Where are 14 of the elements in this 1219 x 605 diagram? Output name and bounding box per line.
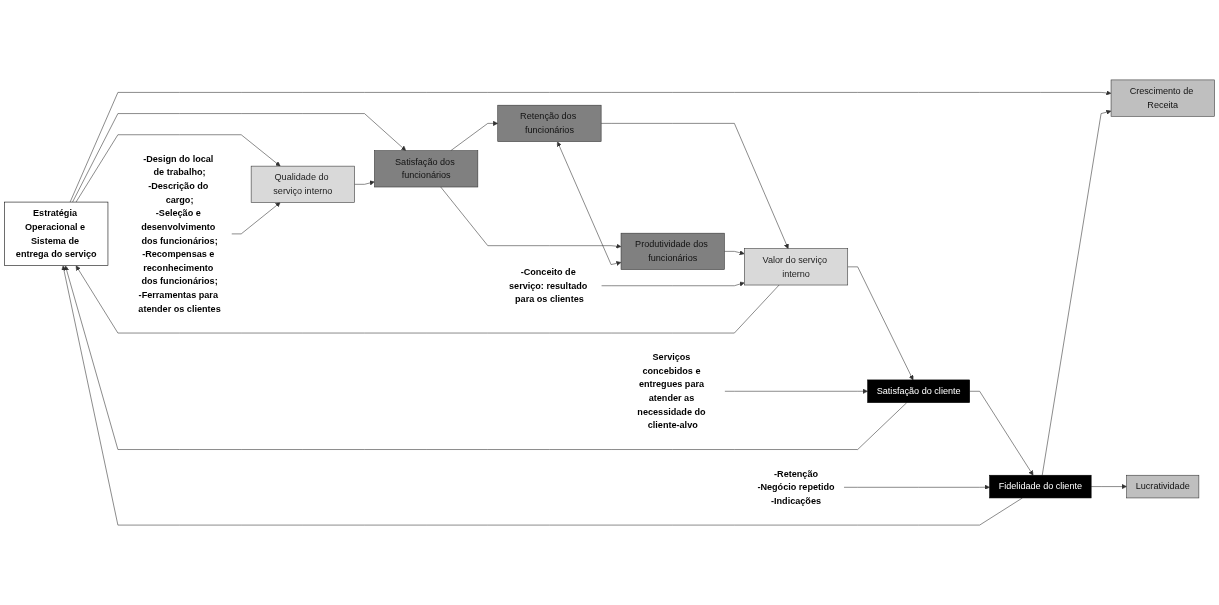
node-box: Retenção dos funcionários (497, 104, 602, 142)
node-box: Satisfação do cliente (867, 379, 970, 403)
node-box: Fidelidade do cliente (989, 474, 1092, 499)
node-box: Crescimento de Receita (1110, 79, 1215, 117)
node-box: Lucratividade (1126, 474, 1200, 499)
node-box: Qualidade do serviço interno (250, 165, 355, 203)
node-box: Estratégia Operacional e Sistema de entrega do serviço (4, 201, 109, 266)
node-box: Produtividade dos funcionários (620, 232, 725, 270)
node-text: -Design do local de trabalho; -Descrição do cargo; -Seleção e desenvolvimento dos funcionários; -Recompensas e reconhecimento dos funcionários; -Ferramentas para atender os clientes (138, 153, 221, 314)
node-text: -Conceito de serviço: resultado para os clientes (509, 266, 588, 304)
node-text: -Retenção -Negócio repetido -Indicações (757, 468, 835, 506)
node-text: Serviços concebidos e entregues para atender as necessidade do cliente-alvo (637, 352, 706, 430)
node-box: Valor do serviço interno (744, 248, 848, 286)
node-box: Satisfação dos funcionários (374, 150, 479, 188)
